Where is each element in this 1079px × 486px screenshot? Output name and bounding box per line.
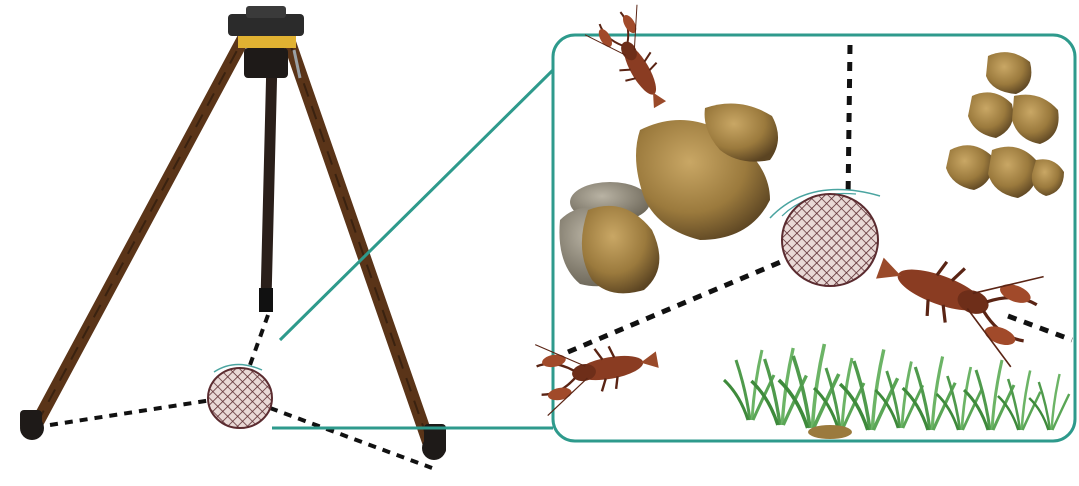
- trap-net-icon: [208, 364, 272, 428]
